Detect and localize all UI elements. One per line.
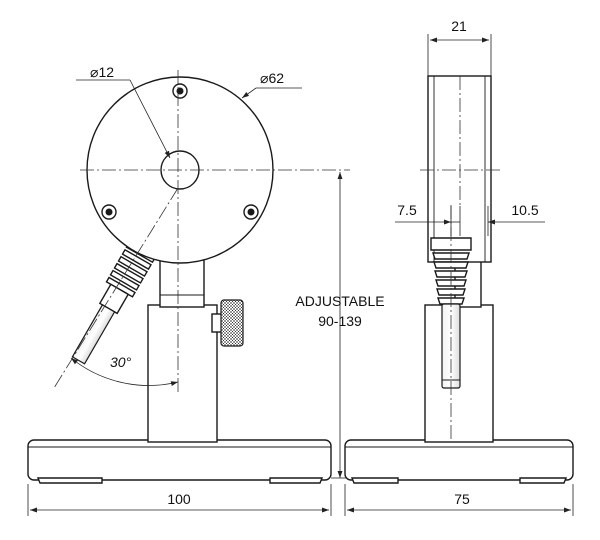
side-center-lines bbox=[420, 76, 500, 440]
height-label-line1: ADJUSTABLE bbox=[295, 293, 384, 309]
bore-diameter-label: ⌀12 bbox=[90, 64, 114, 80]
front-lock-knob bbox=[211, 299, 244, 347]
offset-dimension bbox=[395, 206, 545, 236]
height-dimension bbox=[331, 172, 346, 479]
front-cable-gland bbox=[71, 233, 160, 365]
height-label-line2: 90-139 bbox=[318, 313, 362, 329]
angle-label: 30° bbox=[110, 354, 132, 370]
side-post bbox=[424, 259, 494, 443]
face-diameter-leader bbox=[241, 87, 302, 99]
front-center-lines bbox=[53, 70, 350, 392]
front-width-label: 100 bbox=[167, 491, 191, 507]
side-disk bbox=[427, 75, 492, 263]
side-base-width-label: 75 bbox=[454, 491, 470, 507]
screw-right bbox=[243, 204, 259, 220]
screw-left bbox=[101, 204, 117, 220]
side-view: 21 7.5 10.5 75 bbox=[344, 18, 574, 516]
side-base-dimension bbox=[344, 484, 574, 516]
offset-right-label: 10.5 bbox=[511, 202, 538, 218]
offset-left-label: 7.5 bbox=[397, 202, 417, 218]
bore-diameter-leader bbox=[76, 79, 171, 159]
side-width-label: 21 bbox=[451, 18, 467, 34]
screw-top bbox=[172, 83, 188, 99]
side-width-dimension bbox=[427, 34, 492, 76]
front-view: ⌀12 ⌀62 30° 100 ADJUSTABLE 90-139 bbox=[27, 64, 385, 516]
angle-arc bbox=[70, 357, 179, 387]
front-width-dimension bbox=[27, 484, 332, 516]
side-base bbox=[344, 439, 574, 484]
face-diameter-label: ⌀62 bbox=[260, 70, 284, 86]
front-base bbox=[27, 439, 332, 484]
front-post bbox=[147, 259, 218, 443]
